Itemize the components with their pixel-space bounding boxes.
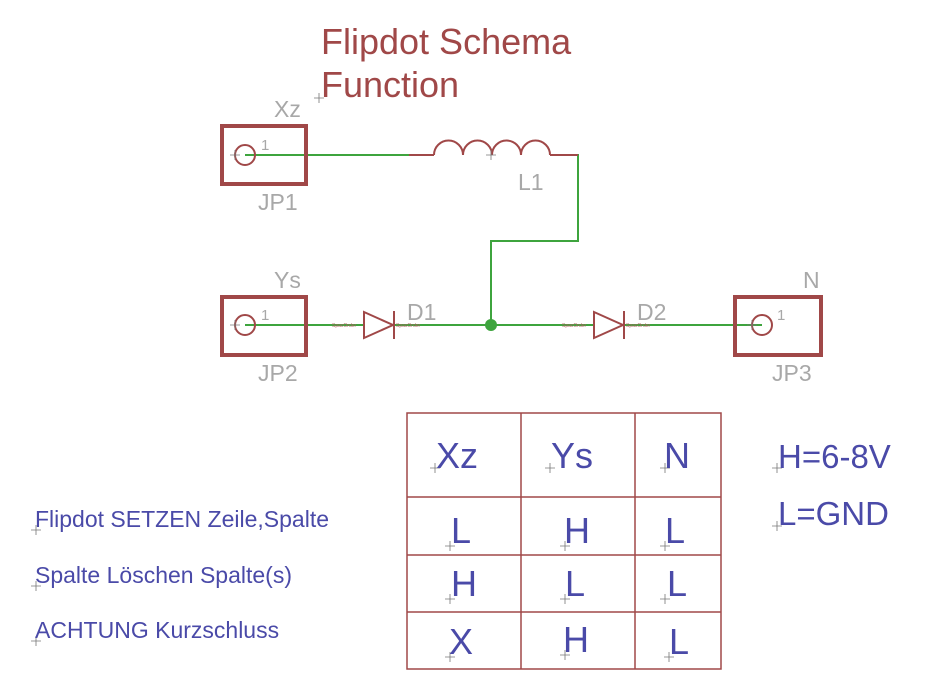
table-row: X H L [445, 619, 689, 662]
origin-mark [430, 463, 440, 473]
connector-jp1-pin: 1 [261, 137, 269, 154]
origin-mark [31, 525, 41, 535]
table-row: H L L [445, 563, 687, 604]
table-cell: H [564, 510, 590, 551]
origin-mark [31, 636, 41, 646]
truth-table: Xz Ys N L H L H L L X [406, 412, 722, 670]
table-cell: L [669, 621, 689, 662]
connector-jp2-pin: 1 [261, 307, 269, 324]
origin-mark [664, 652, 674, 662]
diode-d1: SpacOrder SpacOrder D1 [332, 299, 436, 340]
table-cell: X [449, 621, 473, 662]
table-cell: L [451, 510, 471, 551]
junction-dot [485, 319, 497, 331]
connector-jp2-ref: JP2 [258, 360, 298, 386]
diode-d2: SpacOrder SpacOrder D2 [562, 299, 666, 340]
title-block: Flipdot Schema Function [314, 21, 572, 105]
inductor-coil [433, 139, 551, 156]
origin-mark [445, 594, 455, 604]
origin-mark [445, 652, 455, 662]
origin-mark [560, 541, 570, 551]
connector-jp1: 1 Xz JP1 [220, 96, 308, 215]
table-header-cell: N [664, 435, 690, 476]
row-label: Flipdot SETZEN Zeile,Spalte [35, 506, 329, 532]
row-label: ACHTUNG Kurzschluss [35, 617, 279, 643]
table-cell: L [667, 563, 687, 604]
table-cell: L [565, 563, 585, 604]
origin-mark [772, 521, 782, 531]
table-cell: H [451, 563, 477, 604]
connector-jp3-pin: 1 [777, 307, 785, 324]
connector-jp3-body [733, 295, 823, 357]
wires [245, 154, 762, 331]
connector-jp1-body [220, 124, 308, 186]
row-label: Spalte Löschen Spalte(s) [35, 562, 292, 588]
origin-mark [660, 463, 670, 473]
inductor-l1: L1 [409, 139, 578, 195]
connector-jp1-ref: JP1 [258, 189, 298, 215]
legend-low: L=GND [778, 495, 889, 532]
origin-mark [747, 320, 757, 330]
origin-mark [314, 93, 324, 103]
origin-mark [230, 320, 240, 330]
title-line-2: Function [321, 64, 459, 105]
diode-d2-ref: D2 [637, 299, 666, 325]
table-row: L H L [445, 510, 685, 551]
diode-d1-triangle [363, 310, 396, 340]
row-labels: Flipdot SETZEN Zeile,Spalte Spalte Lösch… [31, 506, 329, 646]
diode-d1-label-left: SpacOrder [332, 323, 357, 329]
diode-d1-label-right: SpacOrder [396, 323, 421, 329]
table-header-cell: Xz [436, 435, 478, 476]
connector-jp2: 1 Ys JP2 [220, 267, 308, 386]
diode-d1-ref: D1 [407, 299, 436, 325]
table-cell: H [563, 619, 589, 660]
origin-mark [660, 594, 670, 604]
legend-high: H=6-8V [778, 438, 891, 475]
connector-jp1-value: Xz [274, 96, 301, 122]
origin-mark [560, 594, 570, 604]
inductor-ref: L1 [518, 169, 544, 195]
origin-mark [772, 463, 782, 473]
table-cell: L [665, 510, 685, 551]
origin-mark [660, 541, 670, 551]
table-border [406, 412, 722, 670]
connector-jp3-value: N [803, 267, 820, 293]
origin-mark [545, 463, 555, 473]
origin-mark [445, 541, 455, 551]
origin-mark [486, 150, 496, 160]
origin-mark [560, 650, 570, 660]
diode-d2-label-left: SpacOrder [562, 323, 587, 329]
origin-mark [230, 150, 240, 160]
origin-mark [31, 581, 41, 591]
table-header-row: Xz Ys N [430, 435, 690, 476]
connector-jp2-value: Ys [274, 267, 301, 293]
table-header-cell: Ys [551, 435, 593, 476]
diode-d2-label-right: SpacOrder [626, 323, 651, 329]
connector-jp3: 1 N JP3 [733, 267, 823, 386]
connector-jp2-body [220, 295, 308, 357]
diode-d2-triangle [593, 310, 626, 340]
voltage-legend: H=6-8V L=GND [772, 438, 891, 532]
connector-jp3-ref: JP3 [772, 360, 812, 386]
title-line-1: Flipdot Schema [321, 21, 572, 62]
